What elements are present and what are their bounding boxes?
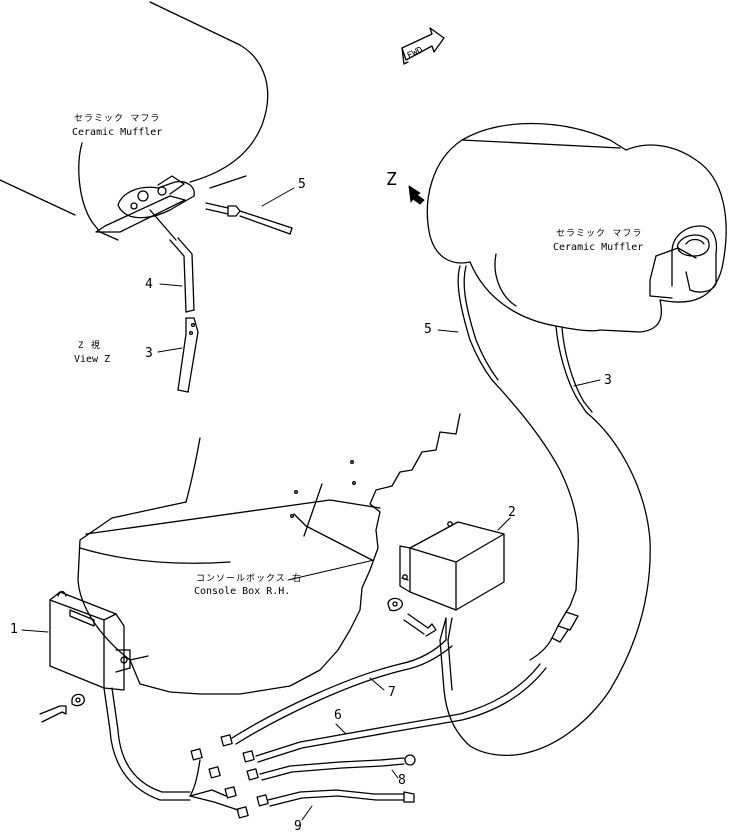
callout-5-main: 5: [424, 322, 432, 337]
controller-box-2: [399, 521, 505, 611]
inset-muffler-label-jp: セラミック マフラ: [74, 114, 161, 124]
inset-muffler-body: [0, 1, 269, 241]
controller-1: [49, 590, 149, 691]
wire-9: [267, 789, 415, 807]
bolt-1: [39, 693, 85, 723]
wire-5-main: [457, 265, 579, 613]
view-z-label-jp: Z 視: [78, 341, 101, 351]
connector-main: [529, 611, 579, 661]
main-ceramic-muffler: [426, 122, 727, 333]
callout-8: 8: [398, 773, 406, 788]
main-muffler-label-jp: セラミック マフラ: [556, 229, 643, 239]
wire-8: [259, 754, 416, 781]
z-marker-label: Z: [386, 169, 397, 190]
inset-hose-3: [177, 317, 199, 393]
callout-3-main: 3: [604, 373, 612, 388]
console-box-label-jp: コンソールボックス 右: [196, 574, 303, 584]
main-muffler-label-en: Ceramic Muffler: [553, 242, 644, 253]
callout-leaders: [21, 187, 601, 821]
callout-2: 2: [508, 505, 516, 520]
inset-muffler-label-en: Ceramic Muffler: [72, 127, 163, 138]
inset-sensor-bracket: [117, 175, 195, 219]
fwd-arrow-icon: [401, 27, 445, 65]
wire-6: [255, 663, 547, 763]
z-direction-arrow-icon: [408, 185, 425, 205]
wire-3-main: [439, 325, 651, 757]
small-connectors: [190, 734, 269, 819]
fwd-label: FWD: [406, 45, 425, 61]
console-box-label-en: Console Box R.H.: [194, 586, 291, 597]
wire-7: [231, 617, 453, 745]
inset-hose-4: [149, 209, 195, 313]
view-z-label-en: View Z: [74, 354, 111, 365]
bolt-2: [387, 597, 437, 637]
console-box-rh: [77, 413, 461, 695]
callout-9: 9: [294, 819, 302, 834]
callout-1: 1: [10, 622, 18, 637]
callout-3-inset: 3: [145, 346, 153, 361]
callout-5-inset: 5: [298, 177, 306, 192]
callout-4: 4: [145, 277, 153, 292]
callout-6: 6: [334, 708, 342, 723]
inset-sensor-5: [205, 202, 293, 235]
harness-from-controller-1: [103, 687, 239, 811]
callout-7: 7: [388, 685, 396, 700]
